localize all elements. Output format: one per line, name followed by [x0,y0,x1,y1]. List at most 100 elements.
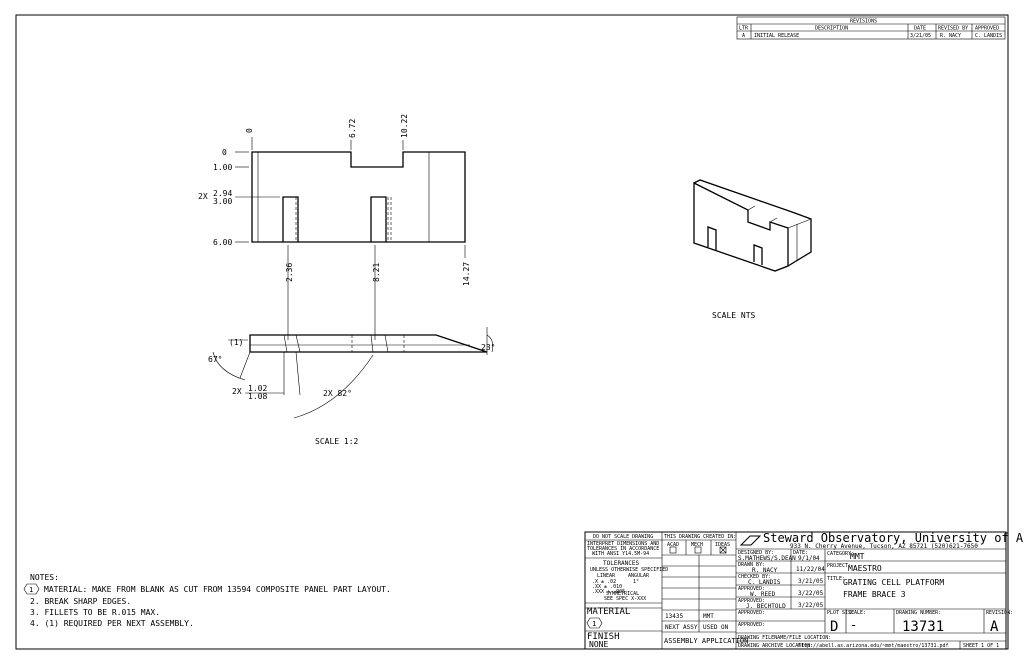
edge-view: (1) 67° 23° 2X 1.02 1.08 2X 82° SCALE 1:… [208,327,495,446]
rev-header-date: DATE [914,26,926,32]
edge-callout-1: (1) [229,338,243,347]
tb-title-line1: GRATING CELL PLATFORM [843,578,944,587]
tb-interpret-2: TOLERANCES IN ACCORDANCE [587,546,659,552]
tb-next-assy-label: NEXT ASSY [665,624,698,631]
tb-tol-x: .X ± .02 [592,579,616,585]
tb-archive-path: http://abell.as.arizona.edu/~mmt/maestro… [798,643,949,649]
isometric-view: SCALE NTS [693,179,812,320]
dim-top-6-72: 6.72 [348,119,357,138]
tb-project: MAESTRO [848,564,882,573]
tb-designed-by: S.MATHEWS/S.DEAN [738,555,796,562]
tb-next-assy-number: 13435 [665,613,683,620]
dim-left-3-00: 3.00 [213,197,232,206]
tb-approved4-label: APPROVED: [738,622,765,628]
note-2: 2. BREAK SHARP EDGES. [30,597,131,606]
tb-approved1: W. REED [750,591,776,598]
iso-front-face [693,181,789,272]
tb-archive-label: DRAWING ARCHIVE LOCATION: [738,643,813,649]
tb-unless: UNLESS OTHERWISE SPECIFIED [590,567,668,573]
tb-title-line2: FRAME BRACE 3 [843,590,906,599]
edge-angle-67: 67° [208,355,222,364]
iso-view-scale: SCALE NTS [712,311,756,320]
dim-top-0: 0 [245,128,254,133]
checkbox-ideas[interactable] [719,546,727,554]
tb-finish-value: NONE [589,640,608,649]
tb-scale-value: - [850,618,857,632]
tb-do-not-scale: DO NOT SCALE DRAWING [593,534,653,540]
dim-left-0: 0 [222,148,227,157]
tb-size-value: D [830,619,838,635]
rev-header-approved: APPROVED [975,26,999,32]
notes-title: NOTES: [30,573,59,582]
dim-left-1-00: 1.00 [213,163,232,172]
tb-checked-date: 3/21/05 [798,578,824,585]
tb-observatory-name: Steward Observatory, University of Arizo… [763,531,1024,545]
tb-created-in: THIS DRAWING CREATED IN: [664,534,736,540]
tb-tolerances: TOLERANCES [603,560,640,567]
tb-title-label: TITLE: [827,576,845,582]
tb-approved2: J. BECHTOLD [746,603,786,610]
rev-header-description: DESCRIPTION [815,26,848,32]
tb-address: 933 N. Cherry Avenue, Tucson, AZ 85721 (… [790,543,978,550]
tb-cad-mech: MECH [691,542,703,548]
tb-approved3-label: APPROVED: [738,610,765,616]
note-4: 4. (1) REQUIRED PER NEXT ASSEMBLY. [30,619,194,628]
slot-left [282,196,299,242]
tb-material-label: MATERIAL [587,607,630,617]
dim-left-6-00: 6.00 [213,238,232,247]
tb-drawn-label: DRAWN BY: [738,562,765,568]
dim-top-10-22: 10.22 [400,114,409,138]
tb-cad-ideas: IDEAS [715,542,730,548]
tb-application: ASSEMBLY APPLICATION [664,637,748,645]
revisions-title: REVISIONS [850,19,877,25]
dim-bottom-14-27: 14.27 [462,262,471,286]
tb-project-label: PROJECT: [827,563,851,569]
tb-material-flag: 1 [592,620,596,628]
edge-angle-82: 2X 82° [323,389,352,398]
rev-row-approved: C. LANDIS [975,33,1002,39]
rev-header-ltr: LTR [739,26,749,32]
note-flag-number: 1 [29,586,33,594]
tb-plot-size-label: PLOT SIZE [827,610,854,616]
checkbox-mech[interactable] [694,546,702,554]
rev-row-date: 3/21/05 [910,33,931,39]
title-block: DO NOT SCALE DRAWING INTERPRET DIMENSION… [584,531,1024,650]
tb-angular: ANGULAR [628,573,650,579]
tb-designed-by-label: DESIGNED BY: [738,550,774,556]
tb-angular-value: 1° [633,579,639,585]
notes: NOTES: 1 MATERIAL: MAKE FROM BLANK AS CU… [23,573,391,628]
checkbox-acad[interactable] [669,546,677,554]
tb-approved2-label: APPROVED: [738,598,765,604]
tb-category: MMT [850,552,865,561]
tb-checked: C. LANDIS [748,579,781,586]
tb-interpret-1: INTERPRET DIMENSIONS AND [587,541,659,547]
tb-symmetrical-spec: SEE SPEC X-XXX [604,596,646,602]
tb-interpret-3: WITH ANSI Y14.5M-94 [592,551,649,557]
tb-used-on-label: USED ON [703,624,729,631]
dim-left-prefix: 2X [198,192,208,201]
dim-left-2-94: 2.94 [213,189,232,198]
rev-row-revised-by: R. NACY [940,33,961,39]
tb-filename-label: DRAWING FILENAME/FILE LOCATION: [738,635,831,641]
material-flag-icon [586,617,603,629]
tb-category-label: CATEGORY: [827,551,854,557]
note-flag-icon [23,583,40,595]
tb-tol-xx: .XX ± .010 [592,584,622,590]
note-1: MATERIAL: MAKE FROM BLANK AS CUT FROM 13… [44,585,391,594]
tb-tol-xxx: .XXX ± .005 [592,589,625,595]
note-3: 3. FILLETS TO BE R.015 MAX. [30,608,160,617]
tb-scale-label: SCALE: [848,610,866,616]
rev-row-ltr: A [742,33,745,39]
tb-drawing-number-label: DRAWING NUMBER: [896,610,941,616]
front-view: 0 6.72 10.22 0 1.00 2X 2.94 3.00 6.00 2.… [198,114,471,340]
tb-cad-acad: ACAD [667,542,679,548]
tb-sheet: SHEET 1 OF 1 [963,643,999,649]
edge-width-bottom: 1.08 [248,392,267,401]
revisions-block: REVISIONS LTR DESCRIPTION DATE REVISED B… [736,16,1006,40]
tb-drawn-date: 11/22/04 [796,566,825,573]
tb-next-assy-project: MMT [703,613,714,620]
tb-checked-label: CHECKED BY: [738,574,771,580]
slot-right [370,196,387,242]
observatory-logo-icon [739,535,762,546]
